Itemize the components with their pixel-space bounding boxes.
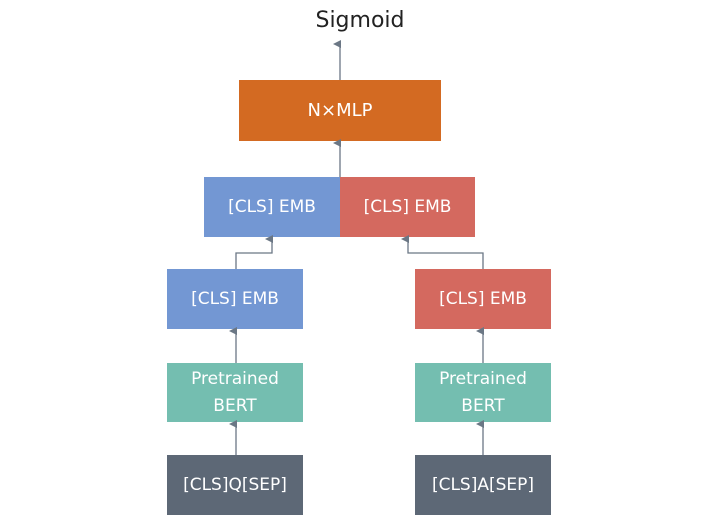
mlp-node: N×MLP [239,80,441,141]
question-emb-node: [CLS] EMB [167,269,303,329]
answer-bert-node: Pretrained BERT [415,363,551,422]
sigmoid-output-label: Sigmoid [315,8,405,33]
answer-input-node: [CLS]A[SEP] [415,455,551,515]
edge-question-emb-to-merged [235,235,273,269]
answer-emb-node: [CLS] EMB [415,269,551,329]
question-bert-node: Pretrained BERT [167,363,303,422]
merged-question-emb-node: [CLS] EMB [204,177,340,237]
merged-answer-emb-node: [CLS] EMB [340,177,475,237]
question-input-node: [CLS]Q[SEP] [167,455,303,515]
edge-answer-emb-to-merged [401,235,484,269]
